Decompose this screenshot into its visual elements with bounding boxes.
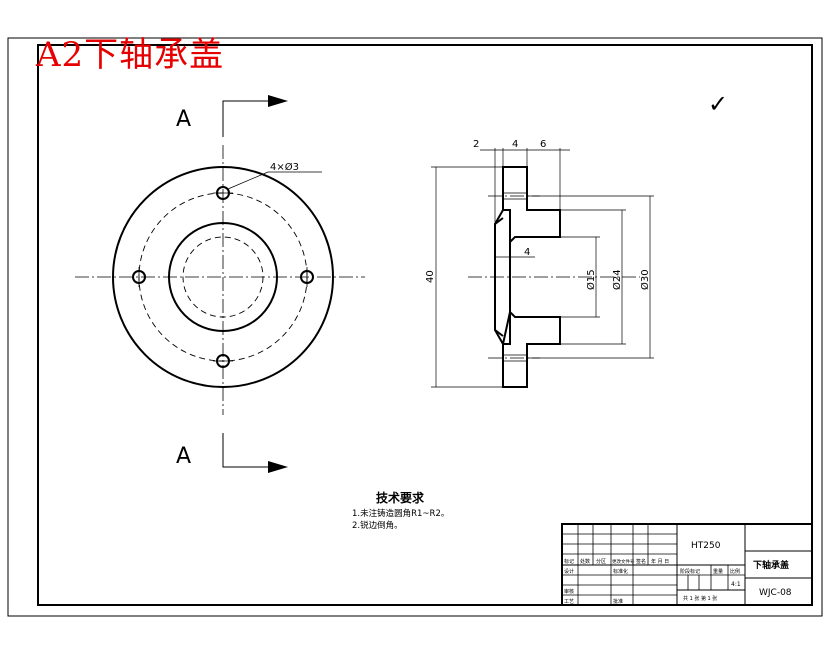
outer-flange-circle <box>112 166 334 388</box>
title-block: HT250 下轴承盖 WJC-08 4:1 共 1 张 第 1 张 标记 处数 … <box>561 523 813 606</box>
dim-2: 2 <box>473 139 479 150</box>
front-view: 4×Ø3 <box>75 145 365 415</box>
title-scale: 4:1 <box>731 581 741 588</box>
technical-notes: 技术要求 1.未注铸造圆角R1~R2。 2.锐边倒角。 <box>352 490 449 531</box>
tb-label-sign: 签名 <box>636 558 646 565</box>
title-material: HT250 <box>691 541 721 551</box>
section-indicator-bottom: A <box>176 433 288 473</box>
outer-border <box>7 37 823 617</box>
dim-4-top: 4 <box>512 139 518 150</box>
inner-bore-circle <box>182 236 264 318</box>
dim-24: Ø24 <box>611 269 623 290</box>
dim-6: 6 <box>540 139 546 150</box>
title-sheet-info: 共 1 张 第 1 张 <box>683 595 717 602</box>
surface-finish-mark: ✓ <box>708 90 728 118</box>
dim-15: Ø15 <box>585 269 597 290</box>
section-upper-body <box>502 166 561 245</box>
boss-outer-circle <box>168 222 278 332</box>
section-view: 2 4 6 4 40 Ø15 Ø24 Ø30 <box>425 139 654 388</box>
dim-40: 40 <box>425 270 436 283</box>
title-drawing-no: WJC-08 <box>759 588 792 598</box>
dim-30: Ø30 <box>639 269 651 290</box>
tb-label-approve: 批准 <box>613 598 623 605</box>
section-label-bottom: A <box>176 444 191 469</box>
tb-label-doc-no: 更改文件号 <box>612 558 635 565</box>
dim-4-mid: 4 <box>524 247 530 258</box>
tb-label-zone: 分区 <box>596 558 606 565</box>
section-indicator-top: A <box>176 95 288 137</box>
tb-label-process: 工艺 <box>564 599 574 605</box>
inner-border <box>37 44 813 606</box>
drawing-title-overlay: A2下轴承盖 <box>36 35 225 75</box>
hole-callout-text: 4×Ø3 <box>270 161 299 173</box>
tb-label-standardize: 标准化 <box>613 568 628 575</box>
tb-label-count: 处数 <box>580 558 590 565</box>
section-lower-body <box>502 309 561 388</box>
tb-label-weight: 重量 <box>713 568 723 575</box>
notes-line-2: 2.锐边倒角。 <box>352 520 403 531</box>
title-part-name: 下轴承盖 <box>753 559 789 571</box>
tb-label-date: 年 月 日 <box>651 558 669 565</box>
tb-label-ratio: 比例 <box>730 568 740 575</box>
hole-callout-leader <box>227 171 269 190</box>
tb-label-stage-mark: 阶段标记 <box>680 568 700 575</box>
tb-label-review: 审核 <box>564 588 574 595</box>
notes-line-1: 1.未注铸造圆角R1~R2。 <box>352 508 449 519</box>
section-label-top: A <box>176 107 191 132</box>
tb-label-mark: 标记 <box>564 558 574 565</box>
tb-label-design: 设计 <box>564 568 574 575</box>
notes-heading: 技术要求 <box>376 490 425 505</box>
boss-outline <box>494 217 504 337</box>
